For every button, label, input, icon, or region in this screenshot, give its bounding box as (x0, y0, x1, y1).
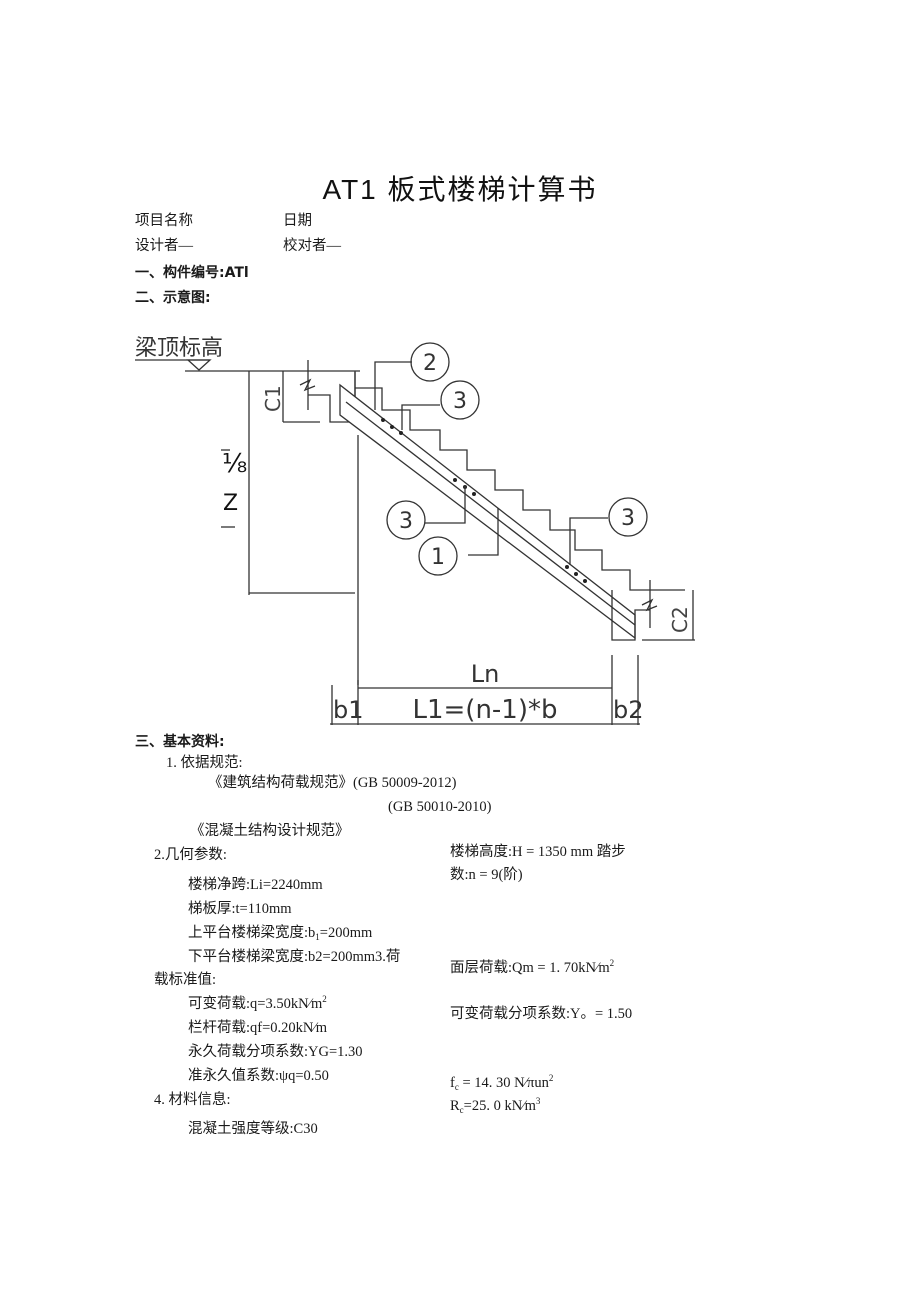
checker-label: 校对者— (283, 238, 341, 254)
lower-beam-width: 下平台楼梯梁宽度:b2=200mm3.荷 (188, 949, 401, 965)
left-dim-label-top: ⅛ (222, 449, 247, 479)
step-count: 数:n = 9(阶) (450, 867, 523, 883)
quasi-permanent-factor: 准永久值系数:ψq=0.50 (188, 1068, 329, 1084)
ln-label: Ln (471, 660, 500, 688)
concrete-density: Rc=25. 0 kN⁄m3 (450, 1096, 541, 1115)
clear-span: 楼梯净跨:Li=2240mm (188, 877, 323, 893)
section1-heading: 一、构件编号:ATl (135, 265, 249, 281)
code-load: 《建筑结构荷载规范》(GB 50009-2012) (208, 775, 457, 791)
l1-label: L1=(n-1)*b (412, 695, 557, 725)
left-dim-label-bottom: Z (223, 491, 238, 516)
codes-heading: 1. 依据规范: (166, 755, 243, 771)
dead-load-factor: 永久荷载分项系数:YG=1.30 (188, 1044, 363, 1060)
section2-heading: 二、示意图: (135, 290, 211, 306)
concrete-grade: 混凝土强度等级:C30 (188, 1121, 318, 1137)
live-load: 可变荷载:q=3.50kN⁄m2 (188, 994, 327, 1013)
code-concrete-number: (GB 50010-2010) (388, 799, 492, 815)
c1-label: C1 (261, 385, 285, 412)
geometry-heading: 2.几何参数: (154, 847, 227, 863)
beam-top-label: 梁顶标高 (135, 336, 223, 361)
project-name-label: 项目名称 (135, 213, 193, 229)
load-standard-heading: 载标准值: (154, 972, 217, 988)
material-heading: 4. 材料信息: (154, 1092, 231, 1108)
date-label: 日期 (283, 213, 312, 229)
b1-label: b1 (333, 696, 364, 724)
stair-height: 楼梯高度:H = 1350 mm 踏步 (450, 844, 626, 860)
callout-1: 1 (431, 545, 445, 570)
b2-label: b2 (613, 696, 644, 724)
document-title: AT1 板式楼梯计算书 (322, 174, 598, 205)
concrete-strength: fc = 14. 30 N⁄πun2 (450, 1073, 554, 1092)
designer-label: 设计者— (135, 238, 193, 254)
section3-heading: 三、基本资料: (135, 734, 225, 750)
callout-3-left: 3 (399, 509, 413, 534)
code-concrete-name: 《混凝土结构设计规范》 (190, 823, 350, 839)
railing-load: 栏杆荷载:qf=0.20kN⁄m (188, 1020, 328, 1036)
callout-2: 2 (423, 351, 437, 376)
c2-label: C2 (668, 606, 692, 633)
stair-diagram: 梁顶标高 ⅛ Z C1 C2 (130, 320, 710, 730)
slab-thickness: 梯板厚:t=110mm (188, 901, 292, 917)
upper-beam-width: 上平台楼梯梁宽度:b1=200mm (188, 925, 373, 942)
callout-3-right: 3 (621, 506, 635, 531)
surface-load: 面层荷载:Qm = 1. 70kN⁄m2 (450, 958, 615, 977)
callout-3-top: 3 (453, 389, 467, 414)
live-load-factor: 可变荷载分项系数:Y。= 1.50 (450, 1006, 633, 1022)
